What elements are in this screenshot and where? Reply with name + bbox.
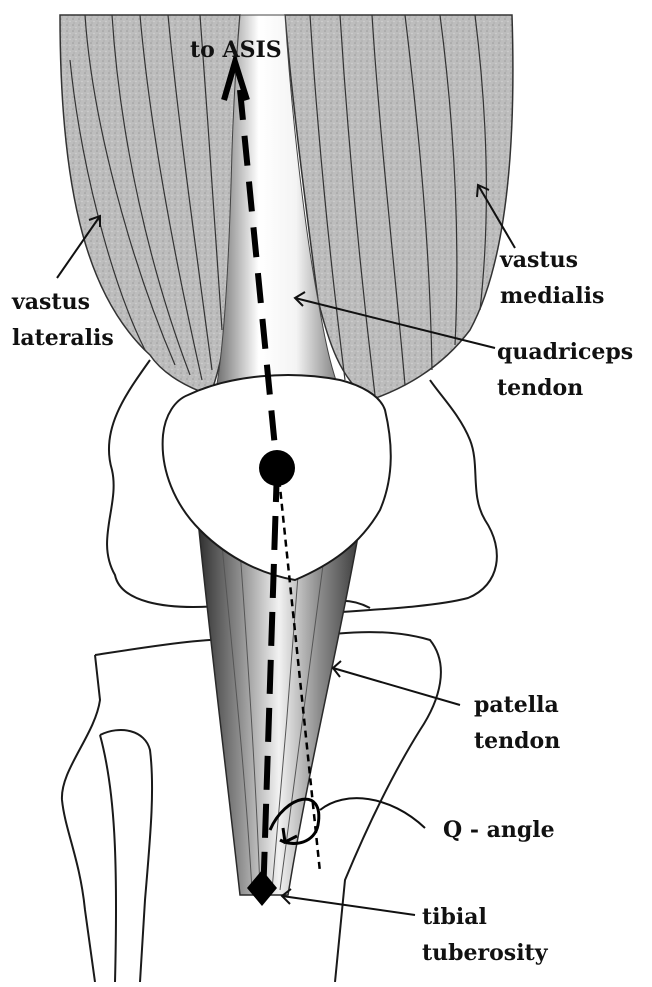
label-tibial-tuberosity-line1: tibial	[422, 902, 487, 932]
label-q-angle: Q - angle	[443, 815, 555, 845]
label-patella-tendon-line2: tendon	[474, 726, 560, 756]
label-vastus-lateralis-line2: lateralis	[12, 323, 114, 353]
patella-center-point	[259, 450, 295, 486]
label-vastus-lateralis-line1: vastus	[12, 287, 90, 317]
label-vastus-medialis-line2: medialis	[500, 281, 604, 311]
label-quadriceps-tendon-line2: tendon	[497, 373, 583, 403]
label-tibial-tuberosity-line2: tuberosity	[422, 938, 548, 968]
label-quadriceps-tendon-line1: quadriceps	[497, 337, 633, 367]
label-patella-tendon-line1: patella	[474, 690, 559, 720]
label-to-asis: to ASIS	[190, 35, 282, 65]
tibia-outline	[62, 655, 100, 982]
fibula-inner	[100, 735, 116, 982]
label-vastus-medialis-line1: vastus	[500, 245, 578, 275]
